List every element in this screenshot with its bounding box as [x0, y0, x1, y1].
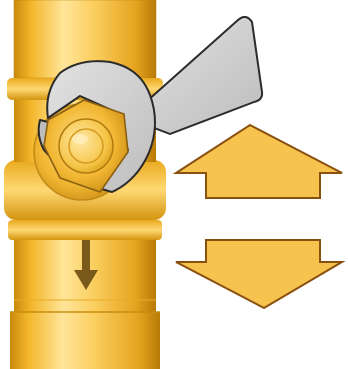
up-arrow-icon — [172, 123, 343, 199]
valve-lower-collar — [8, 220, 162, 240]
stem-square-nut — [43, 99, 129, 193]
down-arrow-icon — [175, 239, 346, 310]
valve-bottom-end — [10, 312, 160, 369]
flow-direction-down-arrow-icon — [74, 240, 98, 290]
stem-cap — [58, 118, 114, 174]
